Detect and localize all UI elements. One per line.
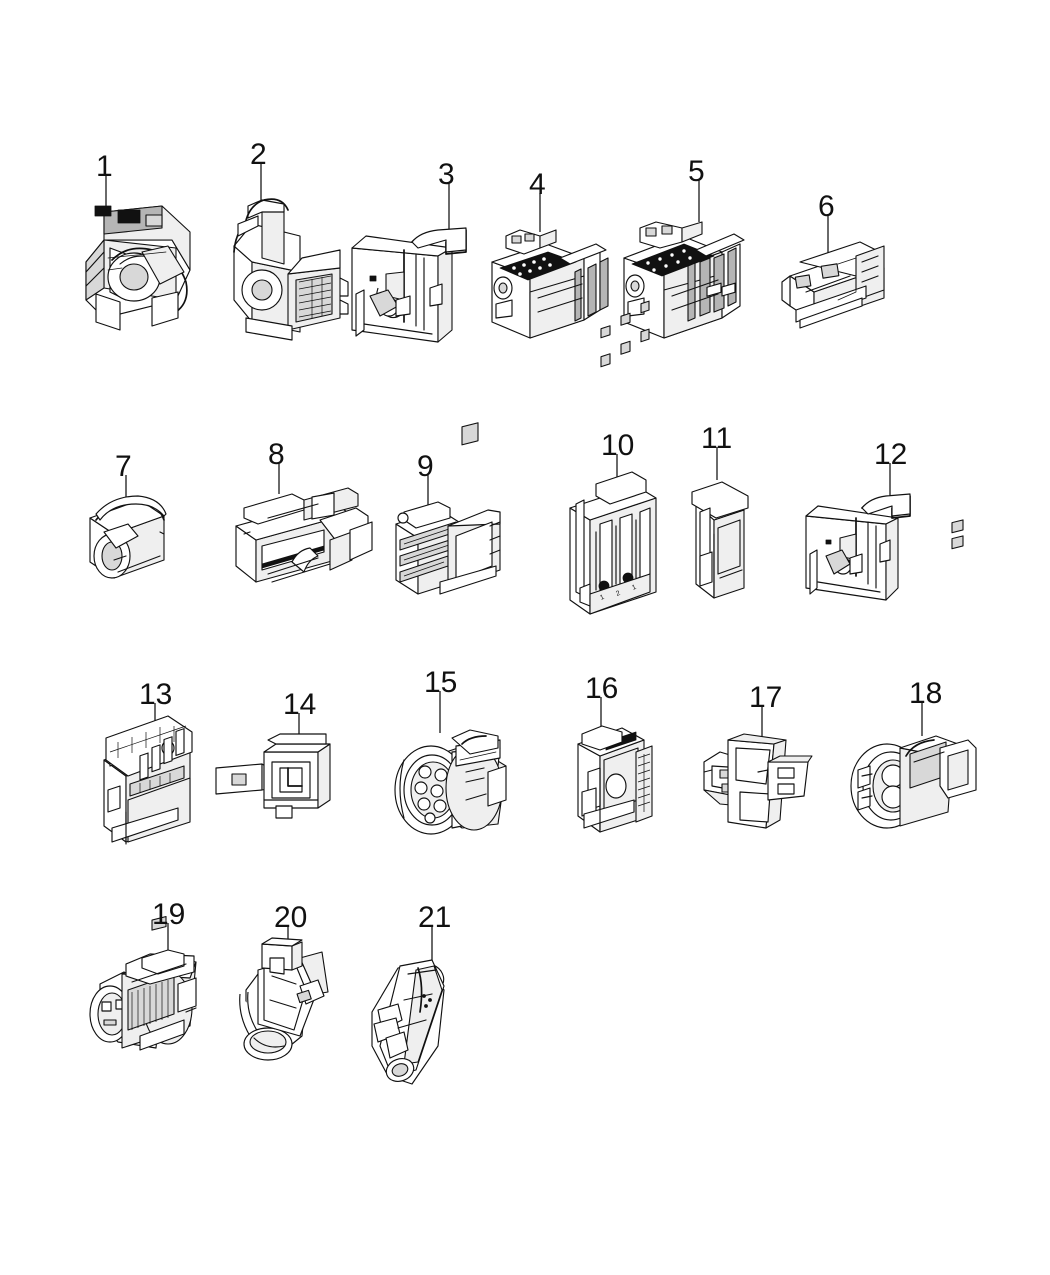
part-17-drawing [703, 733, 813, 829]
callout-number-19: 19 [152, 898, 186, 931]
callout-number-8: 8 [268, 438, 285, 471]
part-8-drawing [235, 487, 373, 583]
part-16-drawing [577, 725, 653, 833]
callout-number-4: 4 [529, 168, 546, 201]
part-21-drawing [371, 959, 445, 1085]
callout-number-11: 11 [701, 422, 733, 455]
callout-number-18: 18 [909, 677, 943, 710]
part-2-drawing [233, 198, 349, 341]
callout-number-15: 15 [424, 666, 458, 699]
callout-number-3: 3 [438, 158, 455, 191]
part-13-drawing [103, 715, 193, 845]
part-7-drawing [89, 495, 167, 579]
part-9-drawing [395, 422, 501, 595]
callout-number-2: 2 [250, 138, 267, 171]
callout-number-6: 6 [818, 190, 835, 223]
part-20-drawing [239, 937, 329, 1061]
part-4-drawing [491, 229, 609, 339]
callout-number-12: 12 [874, 438, 908, 471]
callout-number-21: 21 [418, 901, 452, 934]
part-10-drawing: 1 2 1 [569, 300, 657, 615]
part-19-drawing [89, 916, 197, 1051]
callout-number-14: 14 [283, 688, 317, 721]
callout-number-7: 7 [115, 450, 132, 483]
part-6-drawing [781, 241, 885, 329]
part-15-drawing [394, 729, 507, 835]
svg-text:2: 2 [615, 590, 621, 598]
callout-number-17: 17 [749, 681, 783, 714]
callout-number-13: 13 [139, 678, 173, 711]
part-5-drawing [623, 221, 745, 339]
part-14-drawing [215, 733, 331, 819]
part-18-drawing [850, 519, 977, 829]
callout-number-1: 1 [96, 150, 113, 183]
part-12-drawing [805, 493, 911, 601]
svg-text:1: 1 [599, 594, 605, 602]
callout-number-5: 5 [688, 155, 705, 188]
part-3-drawing [351, 227, 467, 343]
svg-text:1: 1 [631, 584, 637, 592]
callout-number-16: 16 [585, 672, 619, 705]
part-11-drawing [691, 282, 749, 599]
callout-number-9: 9 [417, 450, 434, 483]
part-1-drawing [85, 205, 191, 331]
callout-number-20: 20 [274, 901, 308, 934]
callout-number-10: 10 [601, 429, 635, 462]
